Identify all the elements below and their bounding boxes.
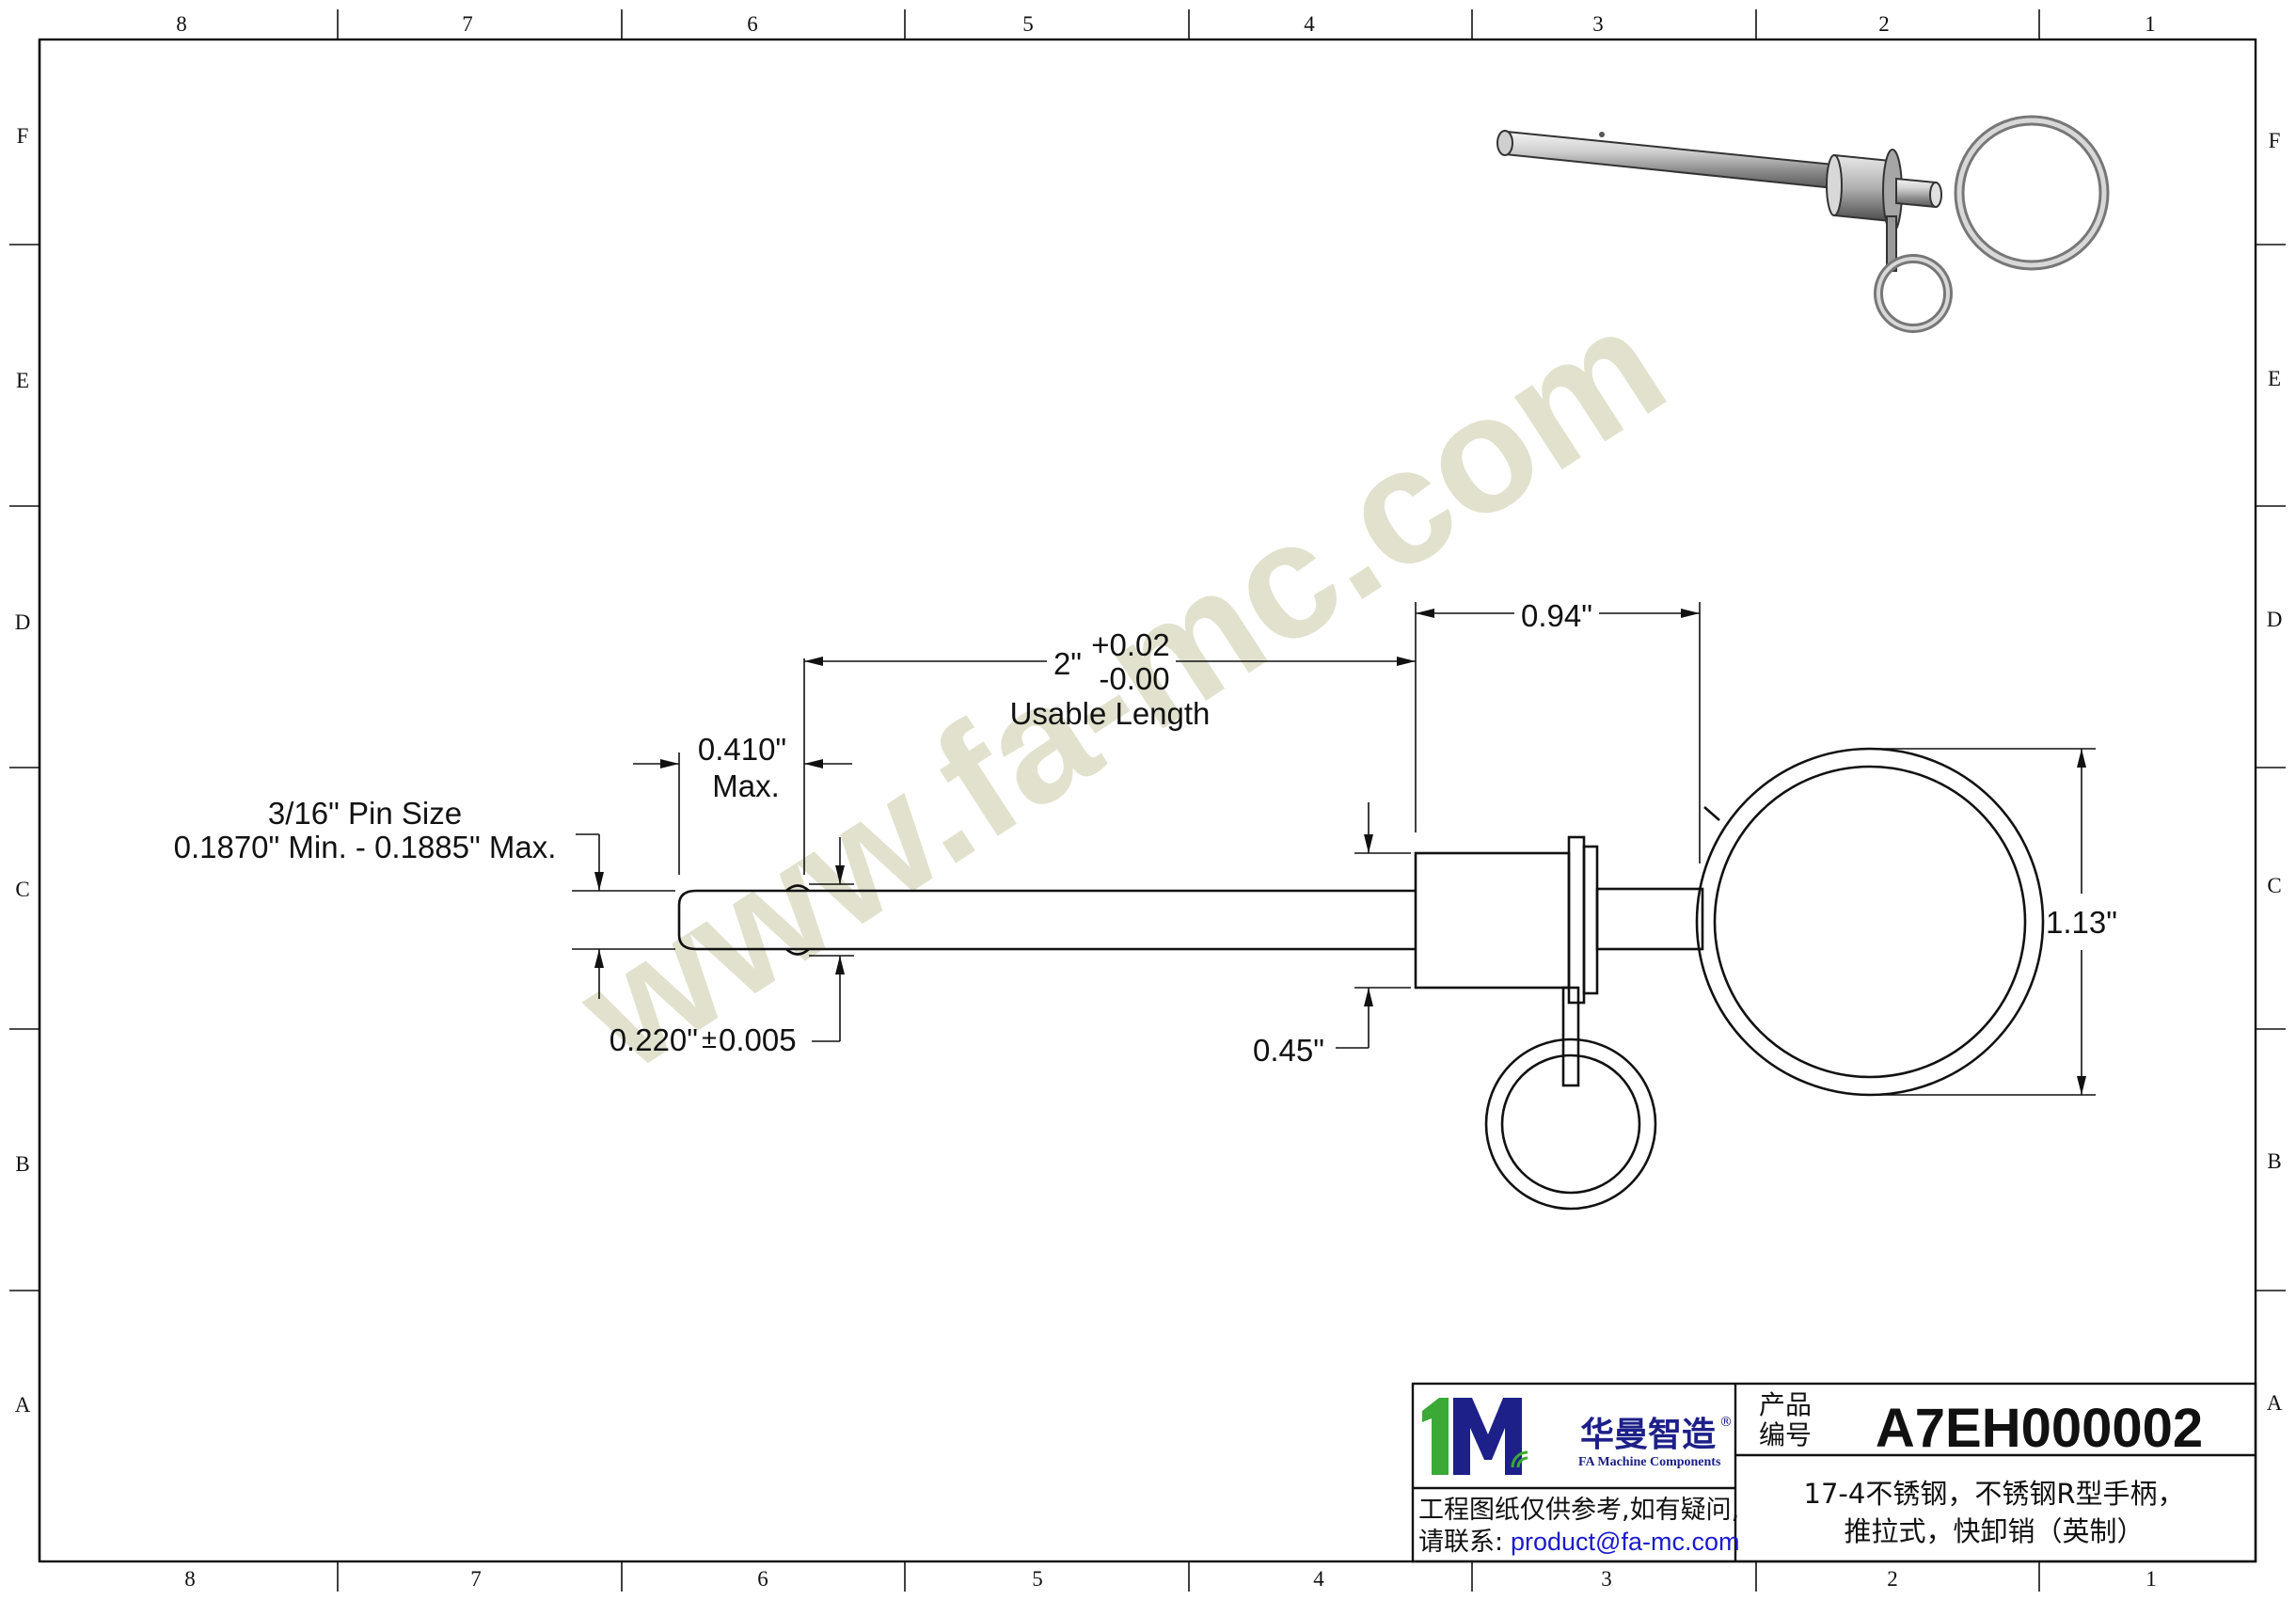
dimension-texts: 3/16" Pin Size 0.1870" Min. - 0.1885" Ma… [174,598,2117,1068]
zone-col-label: 2 [1887,1567,1898,1591]
pin-size-range: 0.1870" Min. - 0.1885" Max. [174,830,557,864]
zone-col-label: 1 [2145,12,2156,36]
reference-note: 工程图纸仅供参考,如有疑问, [1418,1496,1739,1525]
zone-row-label: E [2268,367,2281,390]
zone-labels-right: F E D C B A [2267,129,2283,1415]
handle-length-value: 0.94" [1521,598,1592,633]
zone-row-label: F [2269,129,2281,152]
product-description-line2: 推拉式，快卸销（英制） [1844,1515,2144,1547]
dimension-lines [572,602,2096,1096]
sheet-frame [38,38,2257,1563]
ring-tab [1561,986,1580,1087]
zone-labels-top: 8 7 6 5 4 3 2 1 [176,12,2156,36]
pin-size-label: 3/16" Pin Size [268,796,462,831]
contact-email-link[interactable]: product@fa-mc.com [1511,1528,1739,1556]
product-no-label: 编号 [1759,1419,1812,1450]
zone-col-label: 5 [1022,12,1034,36]
handle-flange [1567,835,1586,1005]
usable-length-value: 2" [1053,646,1082,681]
small-ring [1484,1038,1657,1211]
zone-col-label: 6 [747,12,758,36]
zone-row-label: F [17,124,29,148]
handle-body [1414,851,1571,990]
zone-col-label: 2 [1878,12,1890,36]
ball-tolerance-sign: ± [702,1024,717,1054]
logo-chinese-name: 华曼智造 [1580,1416,1716,1454]
zone-ticks [9,9,2286,1592]
zone-row-label: C [2267,874,2281,897]
company-logo: 华曼智造 ® FA Machine Components [1422,1398,1733,1475]
ball-tolerance-value: 0.005 [719,1022,797,1057]
product-description-line1: 17-4不锈钢，不锈钢R型手柄， [1804,1478,2185,1510]
zone-row-label: A [2267,1391,2283,1415]
product-no-label: 产品 [1759,1389,1812,1420]
zone-labels-left: F E D C B A [15,124,31,1417]
tip-length-value: 0.410" [698,732,786,767]
usable-length-label: Usable Length [1010,696,1211,731]
large-ring [1695,747,2045,1097]
zone-col-label: 4 [1304,12,1315,36]
logo-registered-mark: ® [1719,1415,1733,1430]
zone-row-label: D [15,610,31,634]
zone-col-label: 4 [1313,1567,1324,1591]
zone-col-label: 8 [176,12,187,36]
usable-length-tol-minus: -0.00 [1099,661,1169,696]
zone-col-label: 5 [1032,1567,1043,1591]
ring-diameter-value: 1.13" [2046,905,2117,940]
zone-col-label: 8 [184,1567,196,1591]
contact-label: 请联系: [1418,1528,1503,1557]
ring-post [1595,887,1704,951]
zone-row-label: E [16,369,29,392]
front-view [677,747,2045,1211]
zone-col-label: 3 [1601,1567,1612,1591]
zone-col-label: 1 [2146,1567,2157,1591]
zone-col-label: 3 [1592,12,1604,36]
tip-length-suffix: Max. [712,768,780,803]
zone-col-label: 7 [462,12,473,36]
zone-labels-bottom: 8 7 6 5 4 3 2 1 [184,1567,2157,1591]
zone-row-label: C [15,878,29,901]
ball-diameter-value: 0.220" [610,1022,698,1057]
title-block: 华曼智造 ® FA Machine Components 产品 编号 A7EH0… [1411,1382,2257,1563]
logo-english-name: FA Machine Components [1578,1455,1721,1469]
zone-col-label: 6 [757,1567,768,1591]
zone-row-label: D [2267,608,2283,631]
usable-length-tol-plus: +0.02 [1091,627,1170,662]
zone-row-label: B [15,1152,29,1176]
zone-col-label: 7 [470,1567,482,1591]
product-number: A7EH000002 [1876,1398,2203,1459]
pin-shaft [677,889,1416,951]
zone-row-label: A [15,1393,31,1417]
zone-row-label: B [2267,1149,2281,1173]
handle-diameter-value: 0.45" [1253,1033,1324,1068]
isometric-view [1496,115,2110,333]
